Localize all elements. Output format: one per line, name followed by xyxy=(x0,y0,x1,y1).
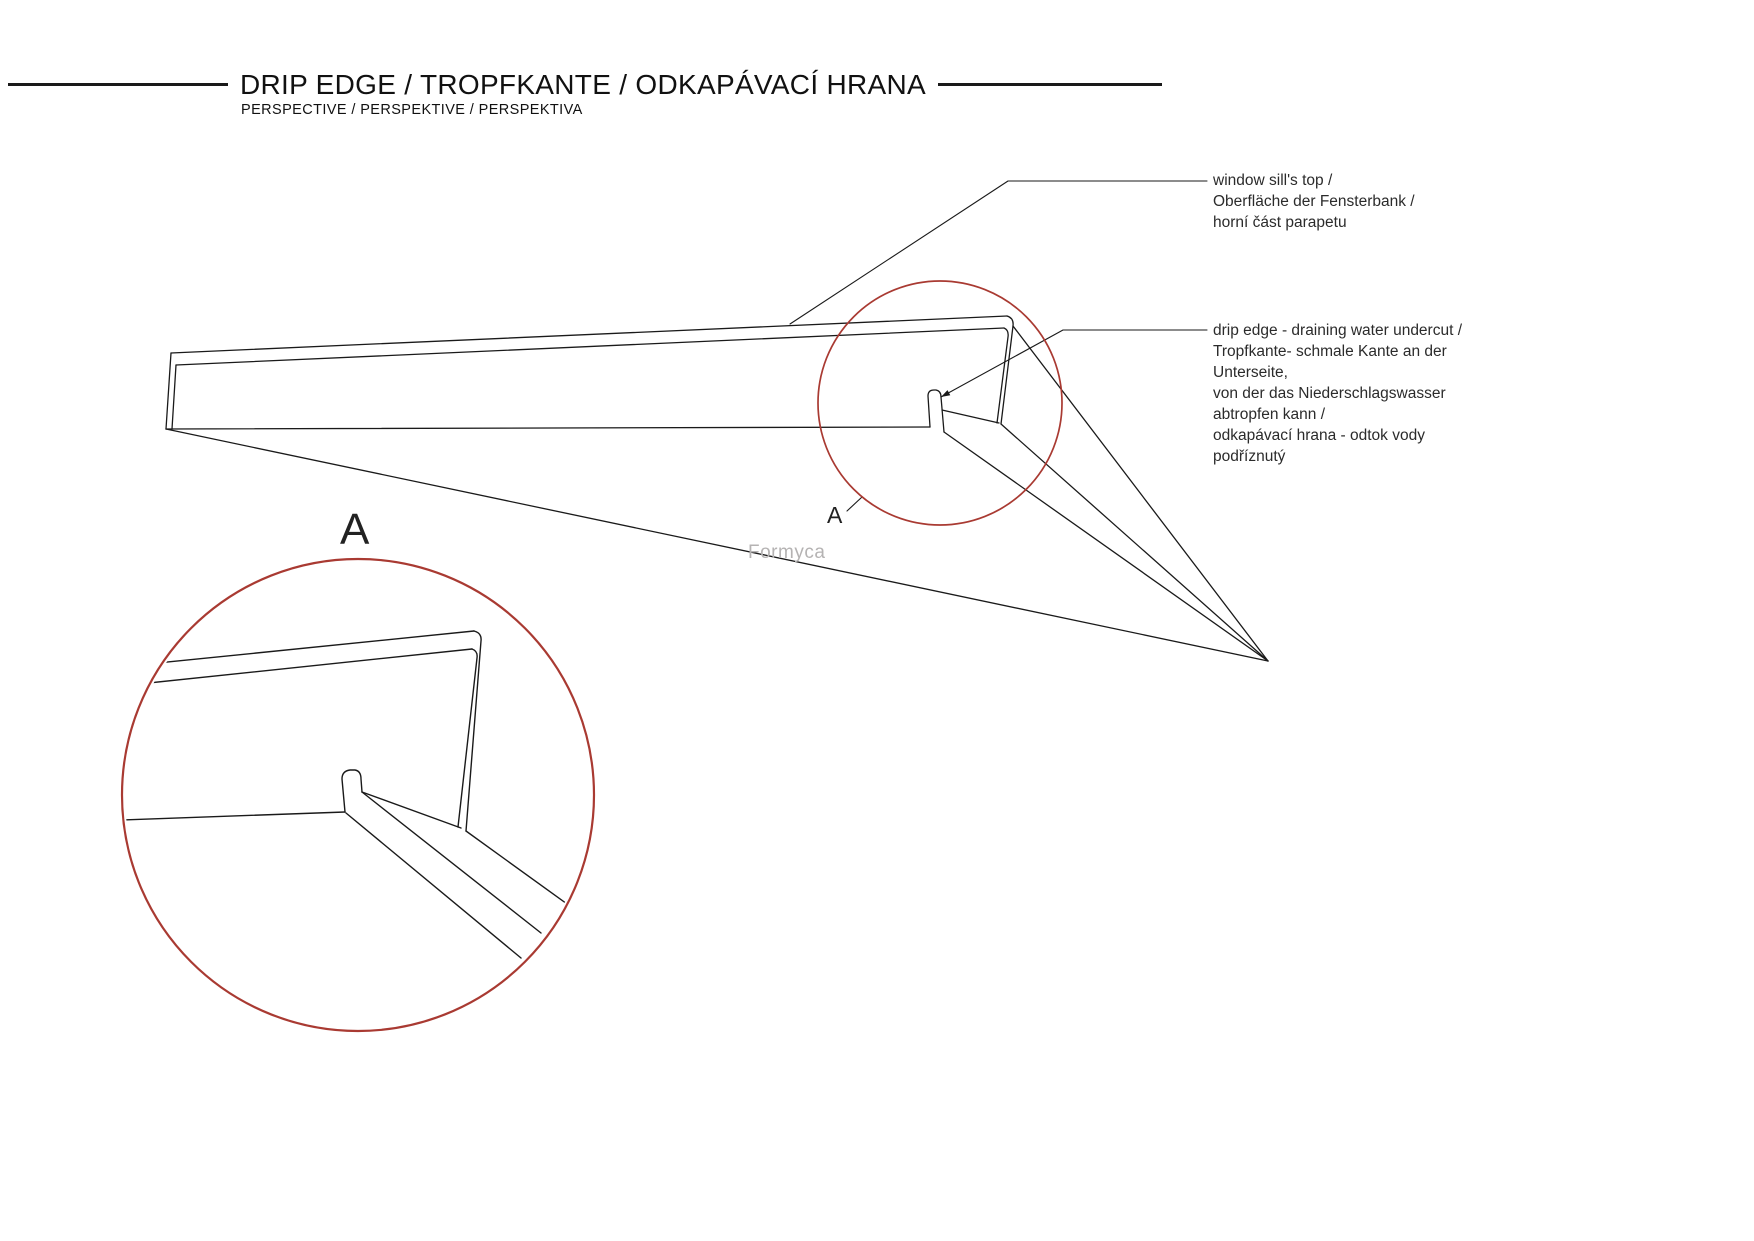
title-rule-right xyxy=(938,83,1162,86)
leader-line-drip-edge xyxy=(940,329,1208,398)
annotation-window-sill-top: window sill's top / Oberfläche der Fenst… xyxy=(1213,172,1415,231)
detail-marker-label: A xyxy=(827,502,843,528)
detail-view-label: A xyxy=(340,505,370,554)
detail-drawing xyxy=(125,630,575,959)
slab-outline xyxy=(165,315,1014,430)
annotation-drip-edge: drip edge - draining water undercut / Tr… xyxy=(1213,322,1463,465)
detail-view-circle xyxy=(120,557,596,1033)
title-rule-left xyxy=(8,83,228,86)
page-title: DRIP EDGE / TROPFKANTE / ODKAPÁVACÍ HRAN… xyxy=(240,69,926,100)
drip-edge-notch xyxy=(927,389,1000,433)
leader-arrowhead xyxy=(941,390,951,397)
underside-lines xyxy=(165,325,1269,662)
detail-marker-leader xyxy=(846,496,863,512)
detail-marker-circle xyxy=(817,280,1063,526)
watermark: Formyca xyxy=(748,542,826,563)
page-subtitle: PERSPECTIVE / PERSPEKTIVE / PERSPEKTIVA xyxy=(241,102,583,118)
leader-line-window-sill-top xyxy=(789,180,1208,325)
